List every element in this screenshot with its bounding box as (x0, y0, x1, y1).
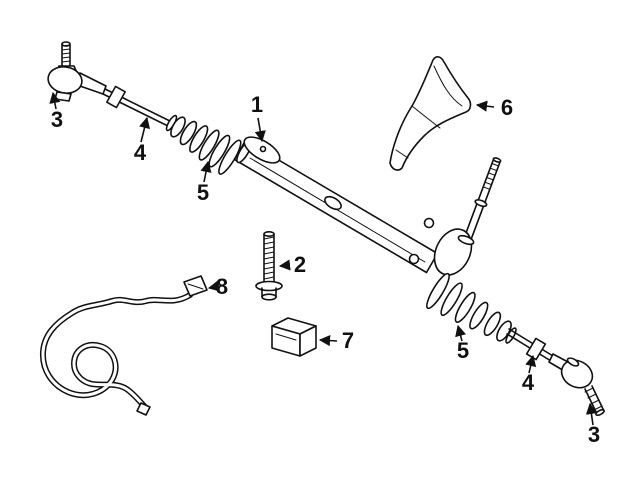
callout-arrow (278, 259, 291, 271)
housing-boss-right (566, 357, 580, 367)
callout-label: 4 (522, 370, 535, 395)
bracket-foot-line (395, 149, 409, 159)
inner-tie-rod-left-part (100, 85, 177, 130)
bellows-boot-right-part (426, 272, 517, 344)
callout-7: 7 (318, 328, 354, 353)
callout-arrow (455, 324, 467, 342)
bracket-fold-line (411, 105, 441, 129)
bracket-rib-line (433, 65, 463, 107)
callout-label: 5 (457, 338, 469, 363)
callout-3-right: 3 (585, 402, 600, 447)
rack-housing (233, 136, 439, 274)
mounting-block-part (271, 317, 317, 357)
bolt-flange (255, 280, 283, 292)
callout-label: 3 (51, 107, 63, 132)
callout-arrow (254, 117, 266, 143)
shaft-entry-collar (457, 234, 475, 246)
callout-3-left: 3 (49, 91, 63, 132)
cable-end-fitting (136, 402, 151, 416)
callouts: 3 4 5 1 6 2 8 7 (49, 91, 600, 447)
bellows-boot-left-part (165, 114, 242, 175)
center-mount-boss (243, 136, 281, 164)
housing-nub-left (54, 91, 72, 102)
inner-tie-rod-right-part (506, 328, 554, 362)
tie-rod-end-right-part (548, 353, 605, 417)
callout-arrow (585, 402, 597, 426)
callout-label: 2 (294, 252, 306, 277)
callout-8: 8 (207, 274, 228, 299)
mount-ear-hole-lower (408, 253, 420, 265)
callout-label: 8 (216, 274, 228, 299)
callout-label: 5 (197, 180, 209, 205)
callout-label: 4 (134, 140, 147, 165)
jam-nut-left (106, 85, 126, 109)
boss-bolt-hole (259, 145, 267, 153)
pinion-housing (408, 217, 475, 276)
callout-arrow (139, 116, 150, 143)
bolt-head (261, 293, 277, 301)
mounting-bolt-part (255, 231, 283, 301)
mount-ear-hole-upper (423, 217, 435, 229)
callout-arrow (200, 160, 212, 183)
shaft-collar (474, 199, 488, 208)
sensor-cable-part (39, 275, 208, 416)
ball-housing-left (47, 66, 83, 94)
callout-label: 1 (251, 92, 263, 117)
callout-arrow (525, 354, 537, 374)
callout-label: 3 (588, 422, 600, 447)
callout-4-right: 4 (522, 354, 537, 395)
block-side-face (299, 325, 317, 357)
callout-4-left: 4 (134, 116, 150, 165)
mid-boss (324, 195, 342, 211)
ball-housing-right (560, 359, 594, 389)
callout-2: 2 (278, 252, 306, 277)
callout-6: 6 (475, 95, 513, 120)
callout-arrow (207, 280, 220, 292)
callout-5-right: 5 (455, 324, 469, 363)
pinion-input-shaft (461, 157, 502, 245)
callout-arrow (318, 335, 338, 347)
callout-arrow (49, 91, 61, 110)
callout-label: 6 (501, 95, 513, 120)
tie-rod-end-left-part (47, 41, 107, 102)
callout-arrow (475, 100, 495, 112)
mounting-bracket-part (389, 56, 472, 171)
callout-label: 7 (342, 328, 354, 353)
callout-1: 1 (251, 92, 266, 143)
callout-5-left: 5 (197, 160, 212, 205)
